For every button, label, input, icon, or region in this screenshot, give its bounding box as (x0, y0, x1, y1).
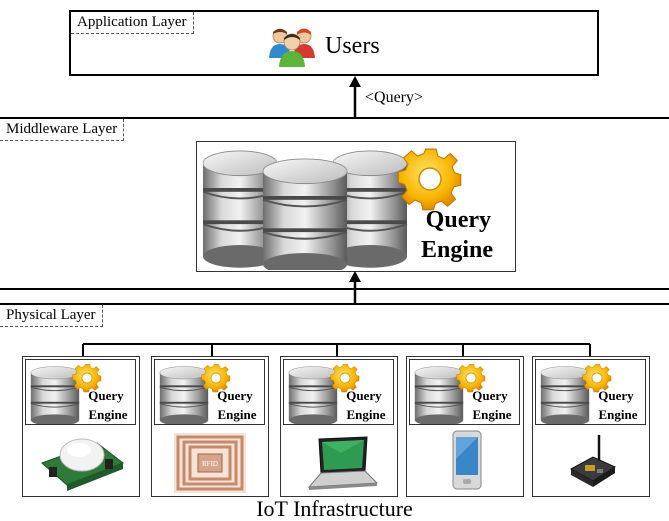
device-engine-label-5b: Engine (598, 407, 638, 422)
device-engine-label-1a: Query (88, 388, 124, 403)
sensor-board-icon (569, 435, 617, 487)
device-engine-label-2a: Query (217, 388, 253, 403)
gear-icon (397, 148, 462, 211)
device-node-1: Query Engine (22, 356, 140, 497)
laptop-icon (307, 436, 379, 490)
device-node-5: Query Engine (532, 356, 650, 497)
device-engine-label-4b: Engine (472, 407, 512, 422)
device-engine-label-5a: Query (598, 388, 634, 403)
middleware-engine-panel: Query Engine (196, 141, 516, 272)
device-engine-label-3a: Query (346, 388, 382, 403)
users-icon (266, 24, 318, 68)
query-label: <Query> (365, 89, 424, 106)
physical-layer-tag: Physical Layer (0, 305, 103, 327)
device-bus-lines (82, 343, 591, 358)
middleware-engine-label-2: Engine (420, 237, 493, 263)
rfid-tag-icon: RFID (174, 433, 246, 493)
device-engine-5: Query Engine (535, 359, 646, 425)
application-layer-box: Application Layer Users (69, 10, 599, 76)
users-label: Users (325, 33, 380, 59)
device-node-3: Query Engine (280, 356, 398, 497)
application-layer-tag: Application Layer (71, 12, 194, 34)
device-engine-label-1b: Engine (88, 407, 128, 422)
rfid-text: RFID (202, 460, 218, 468)
device-engine-label-3b: Engine (346, 407, 386, 422)
device-engine-3: Query Engine (283, 359, 394, 425)
device-engine-4: Query Engine (409, 359, 520, 425)
device-node-4: Query Engine (406, 356, 524, 497)
motion-sensor-icon (41, 438, 125, 491)
middleware-engine-label-1: Query (425, 207, 491, 233)
device-engine-label-4a: Query (472, 388, 508, 403)
middleware-layer-tag: Middleware Layer (0, 119, 125, 141)
device-engine-label-2b: Engine (217, 407, 257, 422)
device-engine-1: Query Engine (25, 359, 136, 425)
device-engine-2: Query Engine (154, 359, 265, 425)
device-node-2: Query Engine RFID (151, 356, 269, 497)
database-icon (203, 149, 408, 270)
smartphone-icon (452, 430, 482, 490)
iot-infrastructure-label: IoT Infrastructure (256, 496, 413, 521)
